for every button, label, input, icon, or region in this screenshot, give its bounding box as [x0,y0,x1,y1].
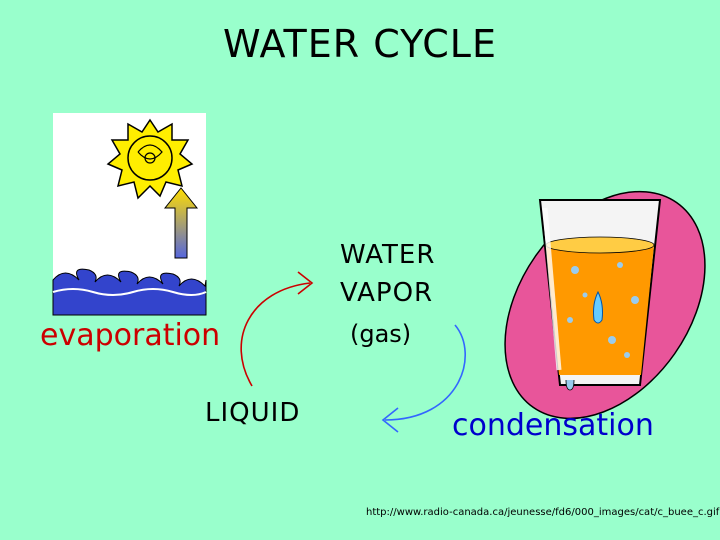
water-vapor-label-line1: WATER [340,240,436,270]
rising-arrow-icon [163,187,199,259]
water-vapor-label-line2: VAPOR [340,278,434,308]
page-title: WATER CYCLE [223,22,497,66]
sun-icon [106,118,194,200]
waves-icon [52,268,207,316]
source-url: http://www.radio-canada.ca/jeunesse/fd6/… [366,507,720,518]
condensation-label: condensation [452,408,654,443]
juice-glass-illustration [504,190,706,420]
gas-label: (gas) [350,320,412,348]
sun-waves-illustration [52,113,207,316]
liquid-label: LIQUID [205,398,301,428]
condensation-arrow-icon [381,324,466,433]
evaporation-label: evaporation [40,318,221,353]
glass-icon [538,199,662,391]
evaporation-arrow-icon [240,271,314,387]
